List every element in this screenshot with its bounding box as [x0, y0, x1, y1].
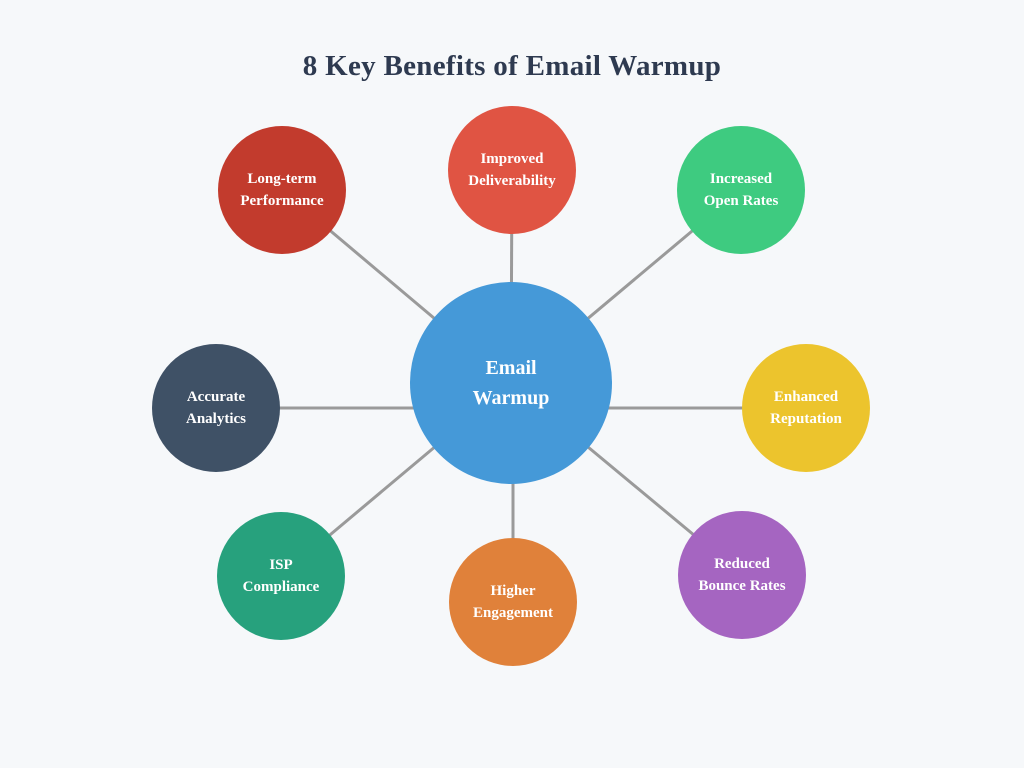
- node-isp-compliance: ISP Compliance: [217, 512, 345, 640]
- node-label: Higher Engagement: [473, 582, 553, 622]
- node-email-warmup: Email Warmup: [410, 282, 612, 484]
- node-long-term-performance: Long-term Performance: [218, 126, 346, 254]
- node-reduced-bounce-rates: Reduced Bounce Rates: [678, 511, 806, 639]
- node-improved-deliverability: Improved Deliverability: [448, 106, 576, 234]
- node-higher-engagement: Higher Engagement: [449, 538, 577, 666]
- node-label: Email Warmup: [472, 357, 550, 409]
- node-enhanced-reputation: Enhanced Reputation: [742, 344, 870, 472]
- node-increased-open-rates: Increased Open Rates: [677, 126, 805, 254]
- node-label: Increased Open Rates: [703, 170, 779, 210]
- node-label: ISP Compliance: [242, 556, 320, 596]
- node-label: Improved Deliverability: [468, 150, 556, 190]
- node-accurate-analytics: Accurate Analytics: [152, 344, 280, 472]
- node-label: Accurate Analytics: [186, 388, 246, 428]
- page-title: 8 Key Benefits of Email Warmup: [302, 50, 722, 82]
- node-label: Long-term Performance: [240, 170, 324, 210]
- node-label: Reduced Bounce Rates: [698, 555, 786, 595]
- node-label: Enhanced Reputation: [770, 388, 842, 428]
